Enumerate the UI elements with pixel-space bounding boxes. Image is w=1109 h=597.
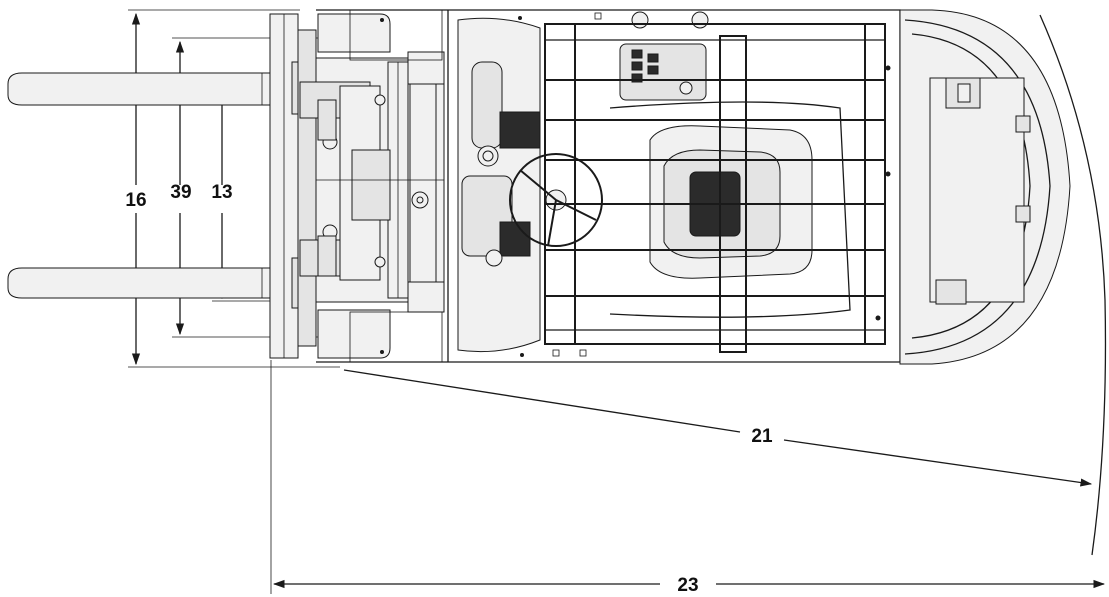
turning-radius-label: 21 — [751, 426, 773, 447]
forks — [7, 72, 271, 299]
propane-tank — [929, 77, 1025, 303]
lower-fork — [7, 267, 271, 299]
overall-width-label: 16 — [125, 190, 146, 211]
operator-compartment — [457, 17, 603, 353]
upper-fork — [7, 72, 271, 106]
control-panel — [619, 11, 709, 101]
fork-carriage — [269, 13, 317, 359]
steering-wheel — [509, 153, 603, 247]
overhead-guard — [544, 23, 886, 353]
inner-fork-spread-label: 13 — [211, 182, 232, 203]
front-wheels — [317, 13, 445, 359]
mast-assembly — [299, 57, 445, 303]
overall-length-label: 23 — [677, 575, 698, 596]
outer-fork-spread-label: 39 — [170, 182, 191, 203]
operator-seat — [609, 101, 851, 318]
counterweight — [875, 9, 1071, 365]
